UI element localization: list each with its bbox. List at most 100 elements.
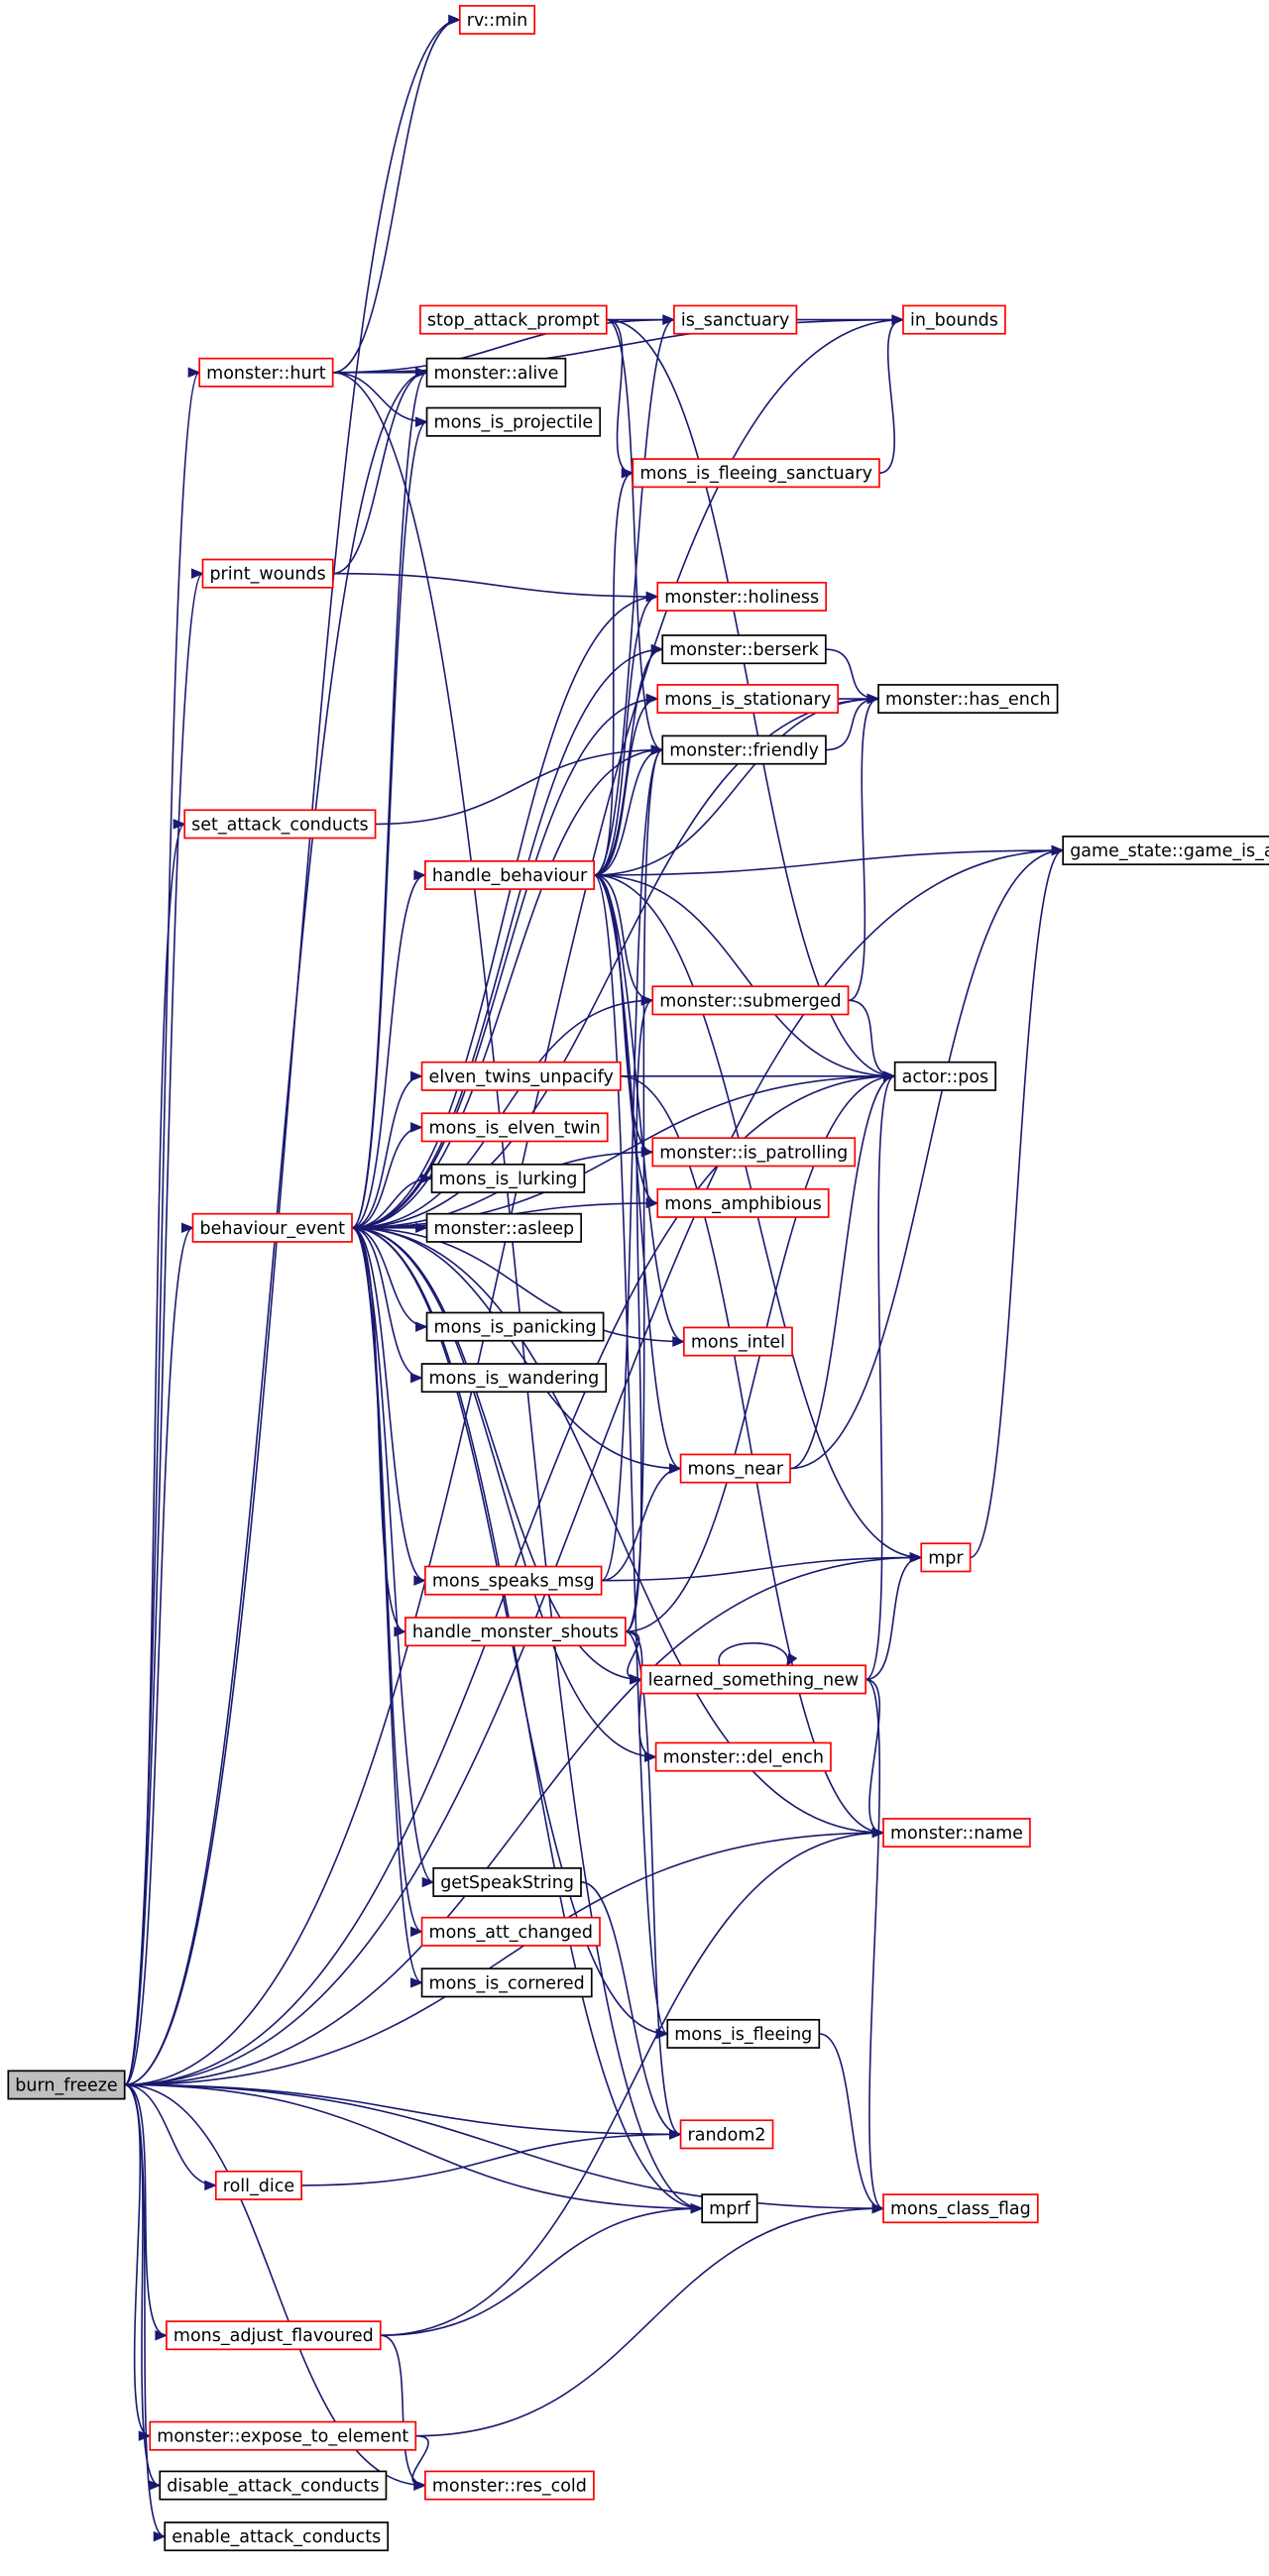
edge-behaviour-event-to-mons-is-wandering-arrowhead: [410, 1372, 423, 1384]
edge-mons-speaks-msg-to-monster-friendly: [601, 748, 663, 1582]
node-label: mprf: [709, 2199, 750, 2219]
node-box: [214, 2170, 302, 2200]
node-box: [651, 1137, 857, 1168]
edge-mons-is-fleeing-sanctuary-to-in-bounds: [878, 318, 904, 475]
node-mons-att-changed[interactable]: mons_att_changed: [420, 1916, 601, 1947]
edge-learned-something-new-to-actor-pos: [865, 1075, 895, 1681]
node-mons-adjust-flavoured[interactable]: mons_adjust_flavoured: [166, 2320, 382, 2351]
node-learned-something-new[interactable]: learned_something_new: [639, 1664, 867, 1695]
node-box: [656, 581, 828, 612]
node-disable-attack-conducts: disable_attack_conducts: [159, 2470, 388, 2501]
edge-handle-monster-shouts-to-random2: [625, 1630, 681, 2136]
edge-behaviour-event-to-mons-near: [351, 1227, 681, 1470]
node-label: monster::res_cold: [432, 2477, 587, 2497]
edge-handle-behaviour-to-is-sanctuary-arrowhead: [662, 314, 676, 325]
node-box: [1062, 836, 1269, 866]
node-monster-hurt[interactable]: monster::hurt: [198, 357, 334, 388]
node-mons-is-fleeing: mons_is_fleeing: [666, 2018, 821, 2049]
node-monster-res-cold[interactable]: monster::res_cold: [424, 2470, 595, 2501]
edge-behaviour-event-to-mprf: [351, 1227, 703, 2209]
node-label: mons_is_stationary: [664, 690, 831, 710]
node-monster-has-ench: monster::has_ench: [877, 684, 1059, 715]
edge-behaviour-event-to-mons-is-projectile: [351, 420, 427, 1229]
edge-burn-freeze-to-roll-dice-arrowhead: [204, 2180, 218, 2191]
node-box: [7, 2070, 126, 2100]
edge-learned-something-new-to-mpr: [865, 1556, 922, 1681]
edge-behaviour-event-to-mons-is-lurking: [351, 1177, 432, 1229]
edge-monster-hurt-to-rv-min-arrowhead: [448, 14, 462, 26]
edge-behaviour-event-to-mons-is-elven-twin: [351, 1126, 422, 1229]
node-mons-speaks-msg[interactable]: mons_speaks_msg: [424, 1565, 603, 1596]
node-monster-holiness[interactable]: monster::holiness: [656, 581, 828, 612]
node-label: mons_amphibious: [664, 1194, 821, 1214]
node-mons-amphibious[interactable]: mons_amphibious: [656, 1187, 830, 1218]
node-box: [419, 304, 608, 335]
node-mpr[interactable]: mpr: [920, 1542, 972, 1573]
node-label: roll_dice: [223, 2177, 294, 2196]
node-random2[interactable]: random2: [679, 2119, 774, 2150]
edge-burn-freeze-to-monster-name: [124, 1832, 884, 2086]
edge-mons-near-to-actor-pos: [789, 1075, 895, 1470]
node-roll-dice[interactable]: roll_dice: [214, 2170, 302, 2200]
node-elven-twins-unpacify[interactable]: elven_twins_unpacify: [420, 1061, 622, 1091]
node-box: [420, 1967, 593, 1998]
node-label: mons_is_fleeing: [674, 2025, 812, 2045]
edge-handle-behaviour-to-is-sanctuary: [593, 318, 675, 876]
node-box: [882, 1818, 1031, 1848]
node-handle-behaviour[interactable]: handle_behaviour: [424, 859, 596, 890]
node-mons-is-elven-twin[interactable]: mons_is_elven_twin: [420, 1112, 609, 1143]
node-mons-is-stationary[interactable]: mons_is_stationary: [656, 684, 840, 715]
node-is-sanctuary[interactable]: is_sanctuary: [673, 304, 798, 335]
node-box: [424, 1565, 603, 1596]
node-mons-near[interactable]: mons_near: [679, 1453, 791, 1484]
node-box: [425, 1212, 583, 1243]
node-in-bounds[interactable]: in_bounds: [902, 304, 1006, 335]
node-box: [632, 458, 880, 489]
edge-mons-adjust-flavoured-to-mprf-arrowhead: [690, 2202, 704, 2214]
edge-behaviour-event-to-mons-is-cornered: [351, 1227, 422, 1984]
edge-learned-something-new-to-learned-something-new: [718, 1642, 789, 1666]
edge-burn-freeze-to-game-state-game-is-arena: [124, 849, 1064, 2086]
node-behaviour-event[interactable]: behaviour_event: [191, 1212, 353, 1243]
edge-behaviour-event-to-monster-alive-arrowhead: [415, 367, 428, 379]
node-stop-attack-prompt[interactable]: stop_attack_prompt: [419, 304, 608, 335]
node-label: disable_attack_conducts: [167, 2477, 379, 2497]
node-mons-is-fleeing-sanctuary[interactable]: mons_is_fleeing_sanctuary: [632, 458, 880, 489]
edge-behaviour-event-to-mons-speaks-msg-arrowhead: [413, 1575, 427, 1586]
node-monster-is-patrolling[interactable]: monster::is_patrolling: [651, 1137, 857, 1168]
node-enable-attack-conducts: enable_attack_conducts: [164, 2521, 390, 2552]
node-label: monster::is_patrolling: [659, 1143, 848, 1163]
edge-handle-monster-shouts-to-monster-del-ench-arrowhead: [644, 1751, 657, 1762]
node-box: [424, 859, 596, 890]
node-mons-class-flag[interactable]: mons_class_flag: [882, 2193, 1039, 2224]
edge-monster-expose-to-element-to-mons-class-flag: [415, 2207, 884, 2437]
node-box: [420, 1916, 601, 1947]
node-label: mons_att_changed: [429, 1923, 593, 1943]
node-print-wounds[interactable]: print_wounds: [201, 558, 334, 589]
node-box: [902, 304, 1006, 335]
edge-behaviour-event-to-monster-berserk: [351, 648, 663, 1229]
edge-behaviour-event-to-mons-speaks-msg: [351, 1227, 426, 1582]
edge-behaviour-event-to-mons-att-changed: [351, 1227, 422, 1933]
node-rv-min[interactable]: rv::min: [458, 4, 536, 35]
node-box: [673, 304, 798, 335]
node-monster-expose-to-element[interactable]: monster::expose_to_element: [149, 2420, 417, 2451]
node-set-attack-conducts[interactable]: set_attack_conducts: [183, 809, 377, 840]
edge-handle-behaviour-to-mons-is-fleeing-sanctuary-arrowhead: [621, 467, 634, 479]
node-label: behaviour_event: [199, 1219, 345, 1239]
node-label: enable_attack_conducts: [172, 2527, 381, 2547]
edge-behaviour-event-to-mons-is-stationary-arrowhead: [645, 693, 659, 705]
node-mons-intel[interactable]: mons_intel: [683, 1326, 793, 1357]
node-label: handle_behaviour: [432, 866, 588, 886]
edge-burn-freeze-to-set-attack-conducts: [124, 823, 185, 2086]
edge-behaviour-event-to-monster-berserk-arrowhead: [650, 643, 664, 655]
node-monster-submerged[interactable]: monster::submerged: [651, 985, 850, 1016]
node-monster-name[interactable]: monster::name: [882, 1818, 1031, 1848]
node-box: [149, 2420, 417, 2451]
node-box: [458, 4, 536, 35]
node-handle-monster-shouts[interactable]: handle_monster_shouts: [404, 1617, 627, 1647]
node-label: monster::berserk: [669, 640, 819, 660]
node-box: [882, 2193, 1039, 2224]
node-monster-del-ench[interactable]: monster::del_ench: [654, 1741, 832, 1772]
edge-burn-freeze-to-print-wounds: [124, 572, 204, 2086]
